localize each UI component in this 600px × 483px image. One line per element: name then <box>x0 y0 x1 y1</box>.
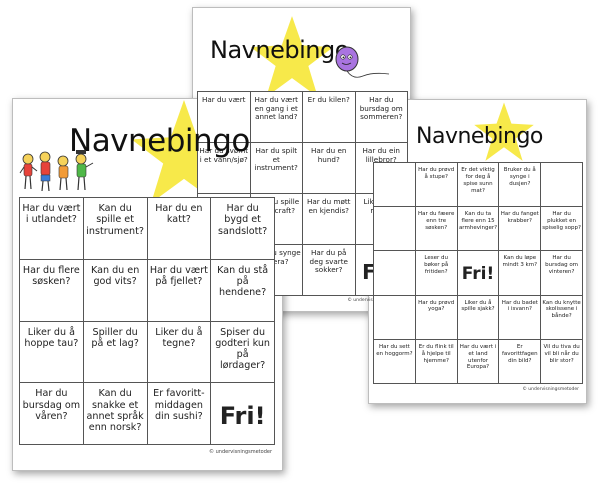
bingo-cell: Har du flere søsken? <box>20 259 84 322</box>
sheet-title: Navnebingo <box>69 123 250 159</box>
star-icon <box>131 100 237 203</box>
bingo-cell: Kan du en god vits? <box>83 259 148 322</box>
bingo-cell: Har du prøvd yoga? <box>415 295 458 340</box>
bingo-cell: Er du kilen? <box>303 92 356 143</box>
bingo-cell: Spiser du godteri kun på lørdager? <box>211 321 275 384</box>
bingo-cell: Bruker du å synge i dusjen? <box>499 163 542 208</box>
bingo-cell: Kan du snakke et annet språk enn norsk? <box>83 383 148 445</box>
bingo-cell: Har du spilt et instrument? <box>250 143 303 194</box>
bingo-cell: Har du badet i isvann? <box>499 295 542 340</box>
bingo-cell: Liker du å tegne? <box>147 321 212 384</box>
bingo-cell: Har du bursdag om vinteren? <box>541 251 583 296</box>
sheet-title: Navnebingo <box>416 124 543 149</box>
bingo-cell: Har du vært i utlandet? <box>20 198 84 260</box>
bingo-cell: Er favoritt-middagen din sushi? <box>147 383 212 445</box>
bingo-cell: Har du vært <box>198 92 251 143</box>
bingo-grid: Har du vært i utlandet?Kan du spille et … <box>19 197 275 445</box>
bingo-cell: Har du en katt? <box>147 198 212 260</box>
bingo-cell: Har du fanget krabber? <box>499 207 542 252</box>
sheet-title: Navnebingo <box>210 36 349 64</box>
bingo-cell: Kan du spille et instrument? <box>83 198 148 260</box>
free-cell: Fri! <box>211 383 275 445</box>
bingo-cell: Kan du knytte skolissene i bånde? <box>541 295 583 340</box>
bingo-cell: Har du vært på fjellet? <box>147 259 212 322</box>
bingo-cell: Har du på deg svarte sokker? <box>303 245 356 296</box>
copyright-footer: © undervisningsmetoder <box>209 449 272 455</box>
bingo-cell: Er det viktig for deg å spise sunn mat? <box>457 163 500 208</box>
free-cell: Fri! <box>457 251 500 296</box>
bingo-cell: Kan du stå på hendene? <box>211 259 275 322</box>
bingo-cell: Har du møtt en kjendis? <box>303 194 356 245</box>
bingo-cell: Har du prøvd å stupe? <box>415 163 458 208</box>
bingo-grid: Har du prøvd å stupe?Er det viktig for d… <box>373 162 583 384</box>
bingo-cell: Kan du ta flere enn 15 armhevinger? <box>457 207 500 252</box>
bingo-cell <box>374 295 416 340</box>
bingo-sheet-front: Navnebingo Har du vært i utlandet?Kan du… <box>12 98 283 471</box>
balloon-icon <box>335 46 390 78</box>
bingo-cell <box>374 251 416 296</box>
bingo-cell: Har du fæere enn tre søsken? <box>415 207 458 252</box>
bingo-cell: Er favorittfagen din bild? <box>499 339 542 384</box>
bingo-sheet-right: Navnebingo Har du prøvd å stupe?Er det v… <box>368 99 587 404</box>
bingo-cell <box>374 163 416 208</box>
bingo-cell: Vil du tiva du vil bli når du blir stor? <box>541 339 583 384</box>
bingo-cell <box>541 163 583 208</box>
bingo-cell: Leser du bøker på fritiden? <box>415 251 458 296</box>
bingo-cell: Har du svømt i et vann/sjø? <box>198 143 251 194</box>
bingo-cell: Har du bursdag om sommeren? <box>355 92 408 143</box>
bingo-cell: Liker du å hoppe tau? <box>20 321 84 384</box>
bingo-cell: Har du sett en hoggorm? <box>374 339 416 384</box>
bingo-cell: Har du en hund? <box>303 143 356 194</box>
star-icon <box>250 16 334 97</box>
bingo-cell: Har du vært i et land utenfor Europa? <box>457 339 500 384</box>
copyright-footer: © undervisningsmetoder <box>522 387 579 392</box>
bingo-cell: Spiller du på et lag? <box>83 321 148 384</box>
children-illustration <box>19 150 94 192</box>
bingo-cell: Har du plukket en spiselig sopp? <box>541 207 583 252</box>
bingo-cell <box>374 207 416 252</box>
bingo-cell: Har du bygd et sandslott? <box>211 198 275 260</box>
bingo-cell: Har du bursdag om våren? <box>20 383 84 445</box>
bingo-cell: Har du vært en gang i et annet land? <box>250 92 303 143</box>
star-icon <box>474 102 534 161</box>
bingo-cell: Kan du løpe mindt 3 km? <box>499 251 542 296</box>
bingo-cell: Liker du å spille sjakk? <box>457 295 500 340</box>
bingo-cell: Er du flink til å hjelpe til hjemme? <box>415 339 458 384</box>
